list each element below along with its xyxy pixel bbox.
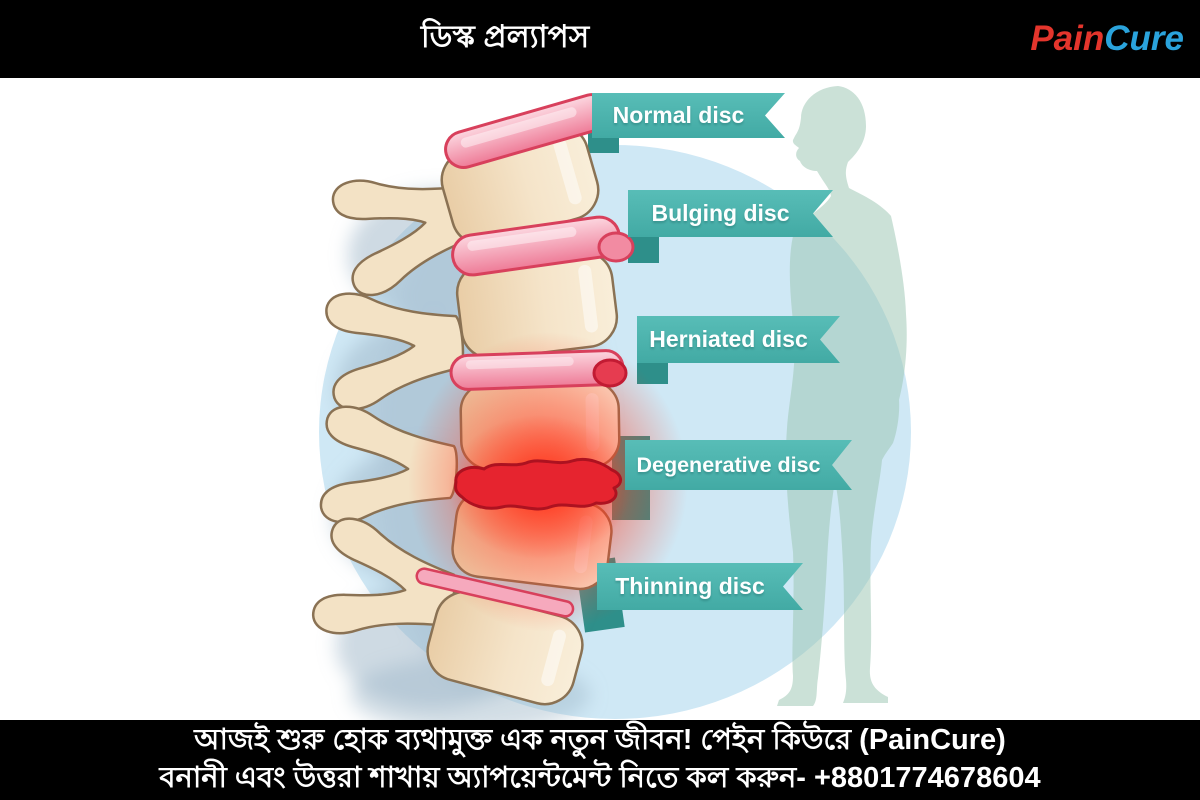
body-silhouette bbox=[777, 86, 907, 706]
footer-bar: আজই শুরু হোক ব্যথামুক্ত এক নতুন জীবন! পে… bbox=[0, 720, 1200, 800]
label-banner-degenerative-disc: Degenerative disc bbox=[625, 440, 852, 490]
disc-thinning bbox=[415, 567, 575, 618]
disc-herniated bbox=[449, 349, 628, 391]
footer-line-2: বনানী এবং উত্তরা শাখায় অ্যাপয়েন্টমেন্ট… bbox=[159, 762, 1041, 794]
footer-line-1: আজই শুরু হোক ব্যথামুক্ত এক নতুন জীবন! পে… bbox=[194, 724, 1006, 756]
bulge-lump bbox=[597, 231, 635, 263]
label-banner-bulging-disc: Bulging disc bbox=[628, 190, 833, 237]
disc-degenerative bbox=[454, 457, 622, 511]
label-thinning-disc: Thinning disc bbox=[615, 573, 765, 599]
label-banner-normal-disc: Normal disc bbox=[592, 93, 785, 138]
paincure-logo: PainCure bbox=[1030, 19, 1184, 59]
logo-cure-text: Cure bbox=[1104, 19, 1184, 58]
spine-illustration: Normal disc Bulging disc Herniated disc … bbox=[0, 78, 1200, 720]
herniation-blob bbox=[592, 358, 628, 388]
spine-diagram-svg bbox=[308, 86, 911, 720]
label-banner-thinning-disc: Thinning disc bbox=[597, 563, 803, 610]
logo-pain-text: Pain bbox=[1030, 19, 1105, 58]
label-normal-disc: Normal disc bbox=[612, 102, 745, 128]
disc-bulging bbox=[451, 215, 635, 277]
page-title: ডিস্ক প্রল্যাপস bbox=[420, 19, 590, 54]
label-banner-herniated-disc: Herniated disc bbox=[637, 316, 840, 363]
label-herniated-disc: Herniated disc bbox=[649, 326, 808, 352]
label-bulging-disc: Bulging disc bbox=[651, 200, 790, 226]
label-degenerative-disc: Degenerative disc bbox=[636, 452, 821, 477]
header-bar: ডিস্ক প্রল্যাপস PainCure bbox=[0, 0, 1200, 78]
